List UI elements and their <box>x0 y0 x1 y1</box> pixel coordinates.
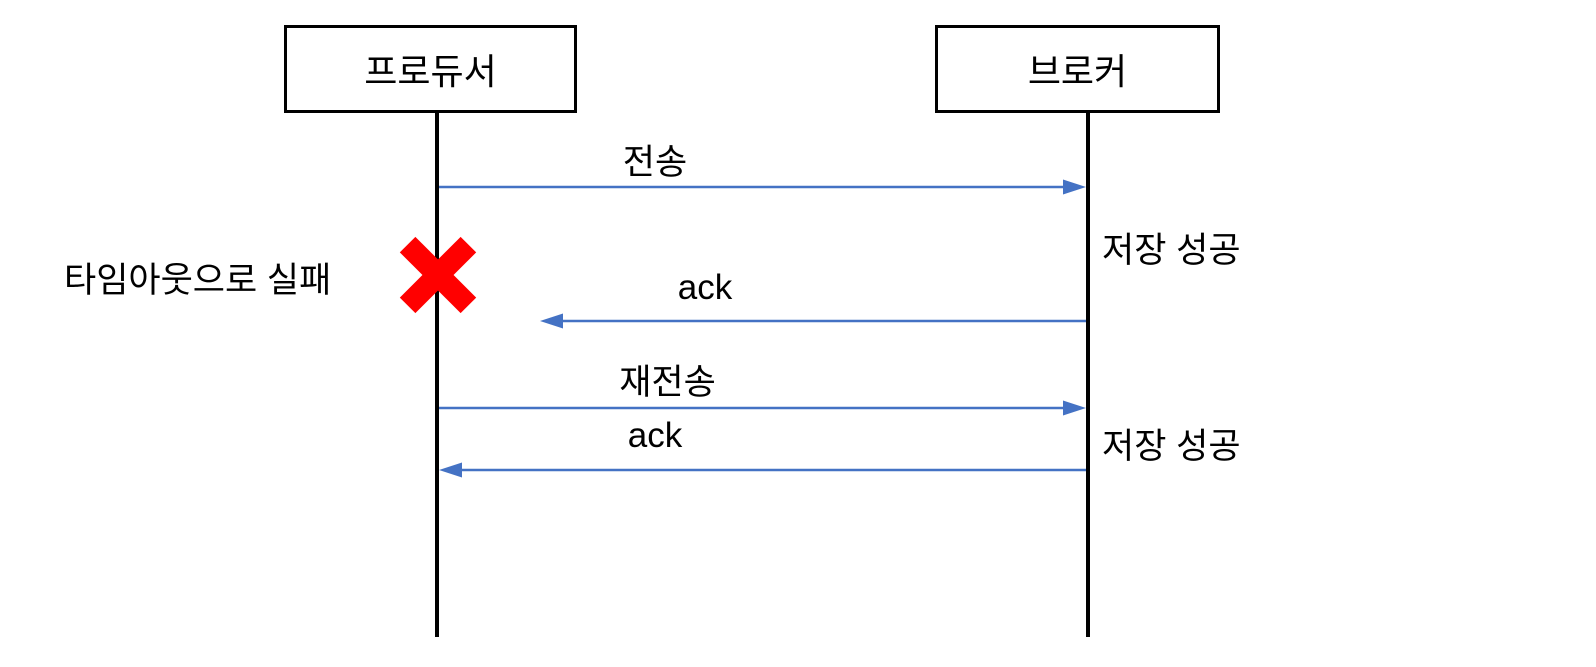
annotation-timeout-fail: 타임아웃으로 실패 <box>64 261 332 300</box>
failure-x-icon <box>399 236 477 314</box>
message-arrow-send <box>439 179 1086 195</box>
lifeline-producer <box>435 113 439 637</box>
message-arrow-ack2 <box>439 462 1086 478</box>
message-label-resend: 재전송 <box>619 363 716 402</box>
lifeline-broker <box>1086 113 1090 637</box>
actor-box-broker: 브로커 <box>935 25 1220 113</box>
annotation-store-success-2: 저장 성공 <box>1102 427 1241 466</box>
actor-box-producer: 프로듀서 <box>284 25 577 113</box>
message-label-ack2: ack <box>627 416 683 455</box>
message-label-ack1: ack <box>677 268 733 307</box>
actor-label-broker: 브로커 <box>1027 51 1128 92</box>
message-arrow-ack1 <box>540 313 1086 329</box>
message-arrow-resend <box>439 400 1086 416</box>
message-label-send: 전송 <box>622 143 688 182</box>
annotation-store-success-1: 저장 성공 <box>1102 231 1241 270</box>
actor-label-producer: 프로듀서 <box>364 51 497 92</box>
